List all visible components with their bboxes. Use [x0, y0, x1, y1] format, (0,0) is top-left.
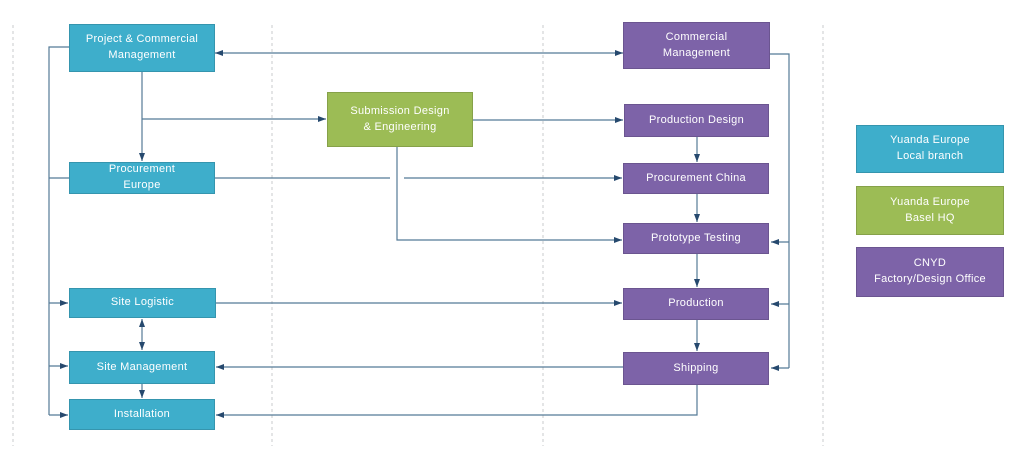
node-procurement-europe: Procurement Europe	[69, 162, 215, 194]
edge-right-rail	[770, 53, 790, 368]
edge-submission-to-prototype-testing	[396, 147, 622, 243]
legend-yuanda-europe-basel-hq: Yuanda Europe Basel HQ	[856, 186, 1004, 235]
node-production: Production	[623, 288, 769, 320]
node-shipping: Shipping	[623, 352, 769, 385]
node-site-management: Site Management	[69, 351, 215, 384]
node-production-design: Production Design	[624, 104, 769, 137]
edge-left-rail	[48, 46, 69, 415]
node-procurement-china: Procurement China	[623, 163, 769, 194]
column-divider-dashed	[12, 25, 824, 446]
node-project-commercial-management: Project & Commercial Management	[69, 24, 215, 72]
node-commercial-management: Commercial Management	[623, 22, 770, 69]
node-site-logistic: Site Logistic	[69, 288, 216, 318]
legend-yuanda-europe-local-branch: Yuanda Europe Local branch	[856, 125, 1004, 173]
node-installation: Installation	[69, 399, 215, 430]
node-submission-design-engineering: Submission Design & Engineering	[327, 92, 473, 147]
legend-cnyd-factory-design-office: CNYD Factory/Design Office	[856, 247, 1004, 297]
edge-shipping-to-installation	[216, 385, 698, 418]
node-prototype-testing: Prototype Testing	[623, 223, 769, 254]
